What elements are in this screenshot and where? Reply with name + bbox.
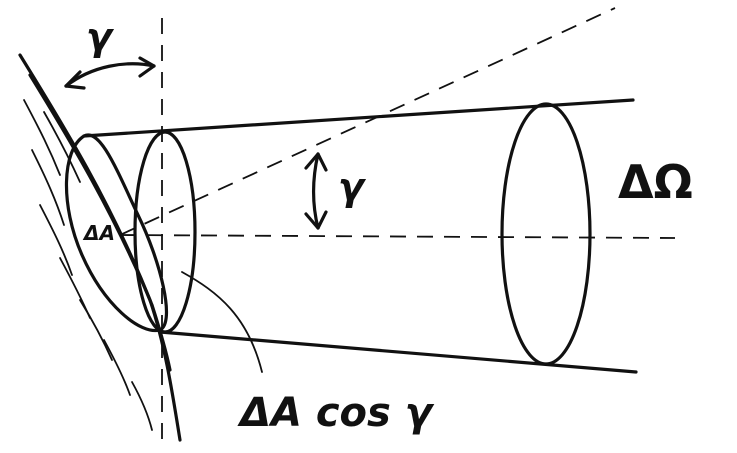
angle-label-mid: γ: [338, 165, 367, 209]
surface-area-label: ΔA: [82, 221, 115, 245]
angle-label-top: γ: [86, 15, 115, 59]
surface-edge-inner: [28, 73, 172, 372]
inclined-surface: [18, 53, 182, 442]
solid-angle-ellipse: [500, 102, 592, 366]
normal-direction-line: [119, 7, 616, 236]
solid-angle-label: ΔΩ: [618, 155, 693, 209]
projected-area-label: ΔA cos γ: [237, 390, 435, 436]
surface-hatching: [23, 99, 153, 431]
beam-bottom-edge: [158, 330, 638, 374]
angle-arrow-top: [64, 56, 156, 90]
projected-area-leader: [181, 271, 263, 373]
angle-arrow-mid: [304, 152, 328, 230]
beam-axis-line: [119, 234, 676, 239]
